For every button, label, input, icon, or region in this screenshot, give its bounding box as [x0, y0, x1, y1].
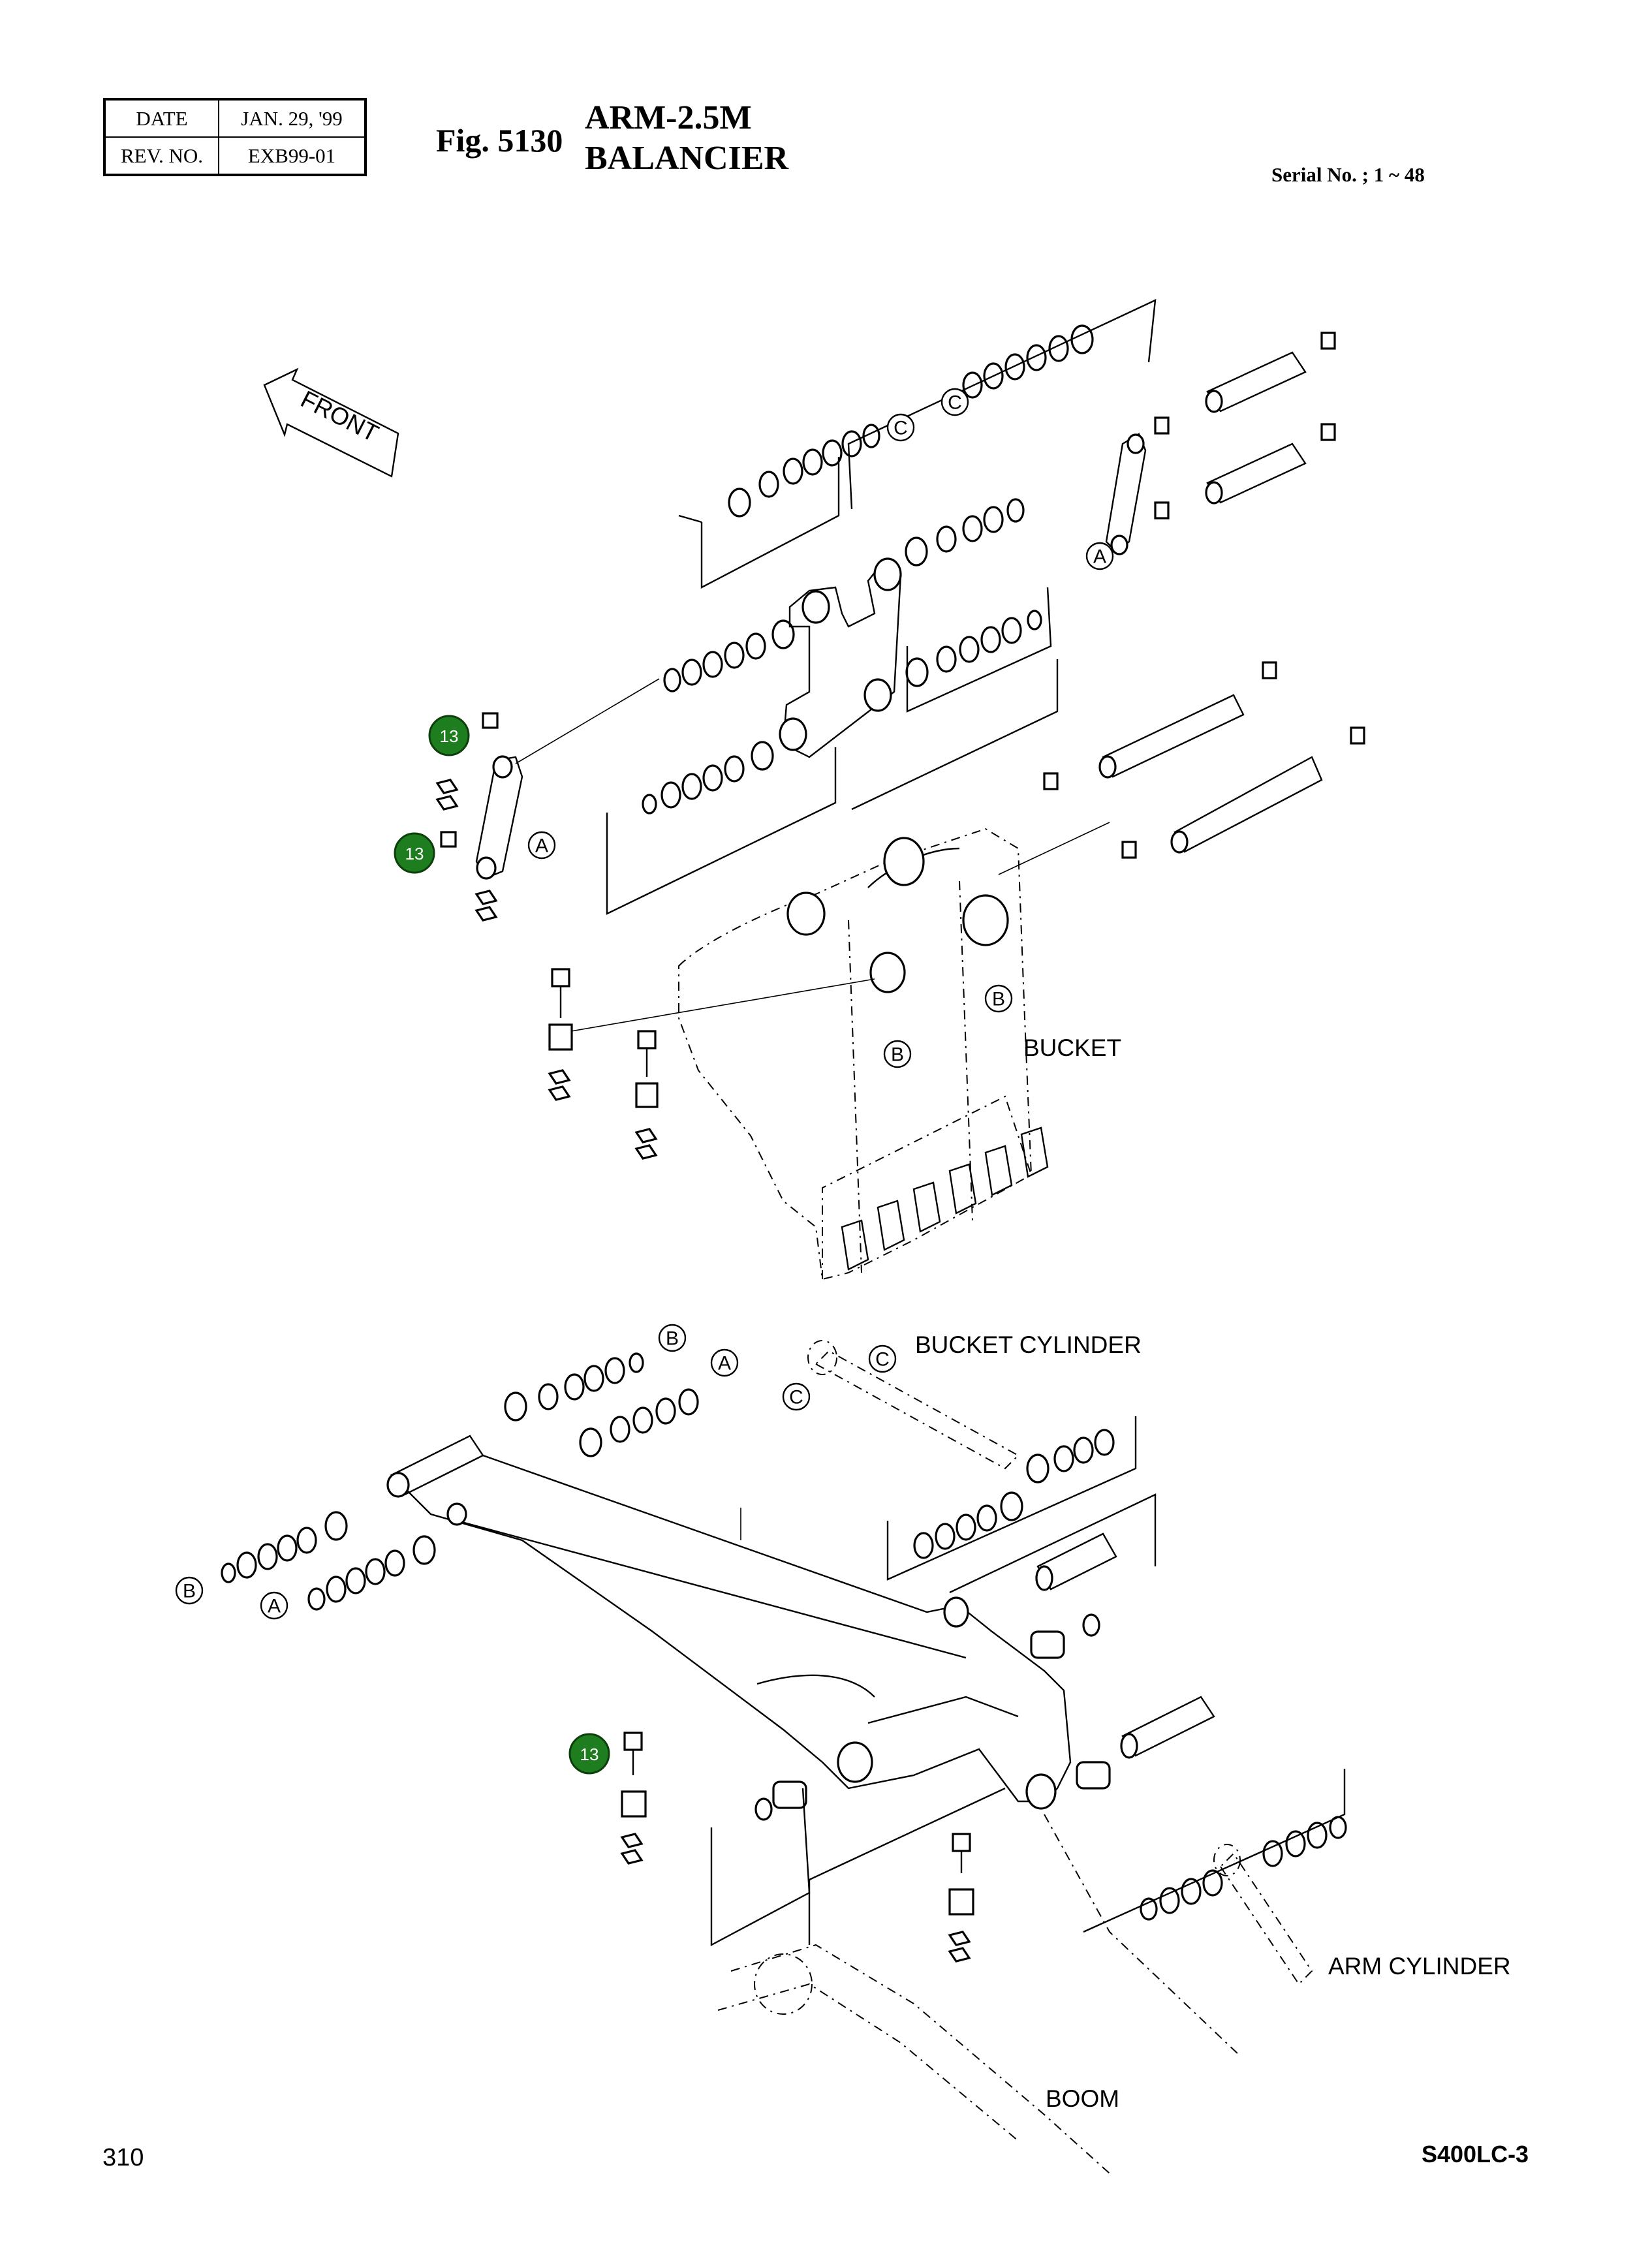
ref-letter-a-4: A — [260, 1591, 288, 1620]
svg-text:C: C — [894, 418, 908, 439]
ref-letter-b-1: B — [984, 984, 1013, 1013]
bucket-cylinder-label: BUCKET CYLINDER — [915, 1331, 1142, 1358]
ref-letter-c-1: C — [886, 413, 915, 442]
date-label: DATE — [104, 99, 219, 138]
arm-side-bolts — [620, 1732, 1006, 1963]
ref-letter-c-4: C — [782, 1382, 811, 1411]
svg-text:13: 13 — [580, 1745, 599, 1764]
arm-pins — [754, 1532, 1215, 1821]
svg-text:A: A — [535, 835, 548, 857]
ref-letter-a-3: A — [710, 1348, 739, 1377]
serial-range: Serial No. ; 1 ~ 48 — [1271, 163, 1425, 186]
front-arrow-icon: FRONT — [263, 367, 399, 478]
ref-letter-b-2: B — [883, 1040, 912, 1068]
svg-text:A: A — [718, 1353, 731, 1375]
upper-pins — [1043, 332, 1365, 859]
callout-13-lower[interactable]: 13 — [568, 1733, 610, 1775]
arm-washer-stacks — [221, 1352, 1347, 1933]
ref-letter-a-2: A — [527, 831, 556, 860]
upper-link-washer-stacks — [606, 299, 1157, 915]
arm-cylinder-outline — [1213, 1844, 1313, 1985]
figure-number: Fig. 5130 — [436, 122, 563, 159]
ref-letter-a-1: A — [1085, 542, 1114, 570]
figure-title-fr: BALANCIER — [585, 140, 789, 177]
revision-table: DATE JAN. 29, '99 REV. NO. EXB99-01 — [103, 98, 367, 176]
boom-label: BOOM — [1046, 2085, 1119, 2112]
page-number: 310 — [102, 2144, 144, 2171]
boom-outline — [717, 1814, 1241, 2174]
bucket-label: BUCKET — [1023, 1034, 1121, 1061]
bucket-link-part — [779, 557, 902, 758]
svg-text:C: C — [948, 392, 962, 414]
bucket-outline — [678, 822, 1110, 1281]
svg-text:B: B — [891, 1044, 904, 1066]
ref-letter-b-4: B — [175, 1576, 204, 1605]
svg-text:B: B — [992, 989, 1005, 1010]
ref-letter-c-3: C — [868, 1344, 897, 1373]
svg-text:A: A — [1093, 546, 1106, 568]
front-arrow-label: FRONT — [296, 386, 382, 447]
model-code: S400LC-3 — [1422, 2141, 1529, 2167]
svg-text:C: C — [875, 1349, 890, 1371]
bucket-cylinder-outline — [807, 1340, 1019, 1470]
rev-label: REV. NO. — [104, 136, 219, 176]
arm-part — [386, 1435, 1072, 1810]
svg-text:B: B — [666, 1328, 679, 1350]
callout-13-upper[interactable]: 13 — [428, 715, 470, 756]
date-value: JAN. 29, '99 — [218, 99, 366, 138]
side-link-a-part — [1105, 433, 1147, 555]
bucket-side-bolts — [548, 968, 875, 1160]
figure-title-en: ARM-2.5M — [585, 99, 752, 136]
callout-13-middle[interactable]: 13 — [394, 832, 435, 874]
svg-text:13: 13 — [405, 844, 424, 863]
left-side-link-part — [435, 678, 660, 922]
svg-text:C: C — [789, 1387, 803, 1408]
svg-text:13: 13 — [440, 726, 459, 746]
svg-text:A: A — [268, 1596, 281, 1617]
arm-cylinder-label: ARM CYLINDER — [1328, 1953, 1511, 1980]
ref-letter-b-3: B — [658, 1324, 687, 1352]
svg-text:B: B — [183, 1581, 196, 1602]
ref-letter-c-2: C — [941, 388, 969, 416]
figure-title: ARM-2.5M BALANCIER — [585, 98, 788, 179]
rev-value: EXB99-01 — [218, 136, 366, 176]
